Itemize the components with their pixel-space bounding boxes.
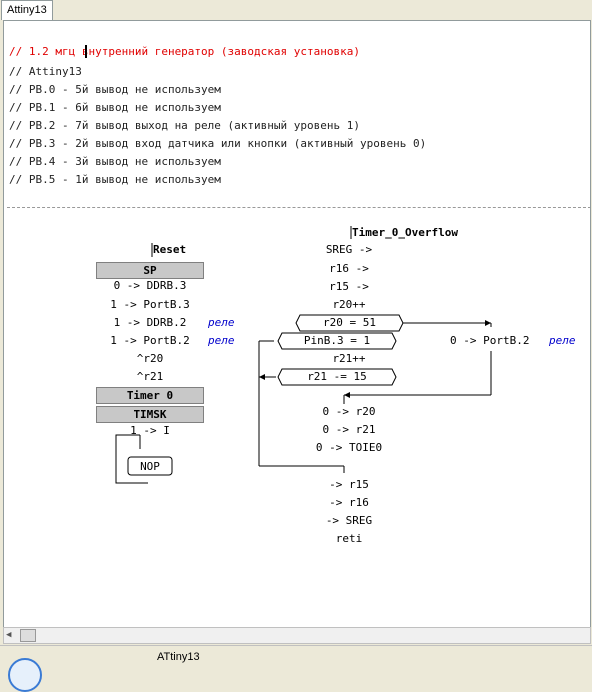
comment-line: // PB.5 - 1й вывод не используем bbox=[9, 173, 221, 186]
section-divider bbox=[7, 207, 590, 208]
comment-line: // PB.0 - 5й вывод не используем bbox=[9, 83, 221, 96]
relay-note: реле bbox=[549, 334, 576, 347]
timer-line: 0 -> TOIE0 bbox=[315, 441, 383, 454]
timer-line: SREG -> bbox=[325, 243, 373, 256]
tab-attiny13[interactable]: Attiny13 bbox=[1, 0, 53, 20]
comment-line: // PB.2 - 7й вывод выход на реле (активн… bbox=[9, 119, 360, 132]
portb-line: 0 -> PortB.2 bbox=[450, 334, 530, 347]
timer-line: 0 -> r21 bbox=[322, 423, 376, 436]
flowchart-editor[interactable]: // 1.2 мгц внутренний генератор (заводск… bbox=[3, 20, 591, 628]
comment-line: // PB.3 - 2й вывод вход датчика или кноп… bbox=[9, 137, 427, 150]
timer-label: Timer_0_Overflow bbox=[352, 226, 458, 239]
condition-pinb3[interactable]: PinB.3 = 1 bbox=[303, 334, 371, 347]
timer-line: r21++ bbox=[332, 352, 366, 365]
reset-line: 0 -> DDRB.3 bbox=[113, 279, 187, 292]
scroll-left-icon[interactable]: ◀ bbox=[6, 630, 12, 640]
timer-line: 0 -> r20 bbox=[322, 405, 376, 418]
condition-r20[interactable]: r20 = 51 bbox=[323, 316, 376, 329]
status-bar: ATtiny13 bbox=[0, 645, 592, 692]
timer-line: r20++ bbox=[332, 298, 366, 311]
comment-line: // PB.4 - 3й вывод не используем bbox=[9, 155, 221, 168]
horizontal-scrollbar[interactable]: ◀ bbox=[3, 627, 591, 644]
reset-line: 1 -> I bbox=[130, 424, 170, 437]
reset-line: 1 -> PortB.3 bbox=[110, 298, 190, 311]
timer-line: -> r15 bbox=[329, 478, 369, 491]
nop-block[interactable]: NOP bbox=[140, 460, 160, 473]
sp-block[interactable]: SP bbox=[96, 262, 204, 279]
condition-r21[interactable]: r21 -= 15 bbox=[307, 370, 367, 383]
reset-line: ^r20 bbox=[136, 352, 164, 365]
timer-line: -> r16 bbox=[329, 496, 369, 509]
timer-line: reti bbox=[335, 532, 363, 545]
flow-connectors bbox=[115, 226, 492, 484]
relay-note: реле bbox=[208, 316, 235, 329]
relay-note: реле bbox=[208, 334, 235, 347]
app-icon bbox=[8, 658, 42, 692]
reset-line: ^r21 bbox=[136, 370, 164, 383]
timsk-block[interactable]: TIMSK bbox=[96, 406, 204, 423]
timer-line: r15 -> bbox=[329, 280, 369, 293]
reset-label: Reset bbox=[153, 243, 187, 256]
status-device: ATtiny13 bbox=[157, 651, 200, 663]
timer-line: -> SREG bbox=[325, 514, 373, 527]
timer0-block[interactable]: Timer 0 bbox=[96, 387, 204, 404]
tab-bar: Attiny13 bbox=[0, 0, 592, 20]
timer-line: r16 -> bbox=[329, 262, 369, 275]
reset-line: 1 -> PortB.2 bbox=[110, 334, 190, 347]
text-caret bbox=[85, 45, 87, 58]
reset-line: 1 -> DDRB.2 bbox=[113, 316, 187, 329]
comment-line: // Attiny13 bbox=[9, 65, 82, 78]
comment-line: // 1.2 мгц внутренний генератор (заводск… bbox=[9, 45, 360, 58]
scrollbar-thumb[interactable] bbox=[20, 629, 36, 642]
comment-line: // PB.1 - 6й вывод не используем bbox=[9, 101, 221, 114]
